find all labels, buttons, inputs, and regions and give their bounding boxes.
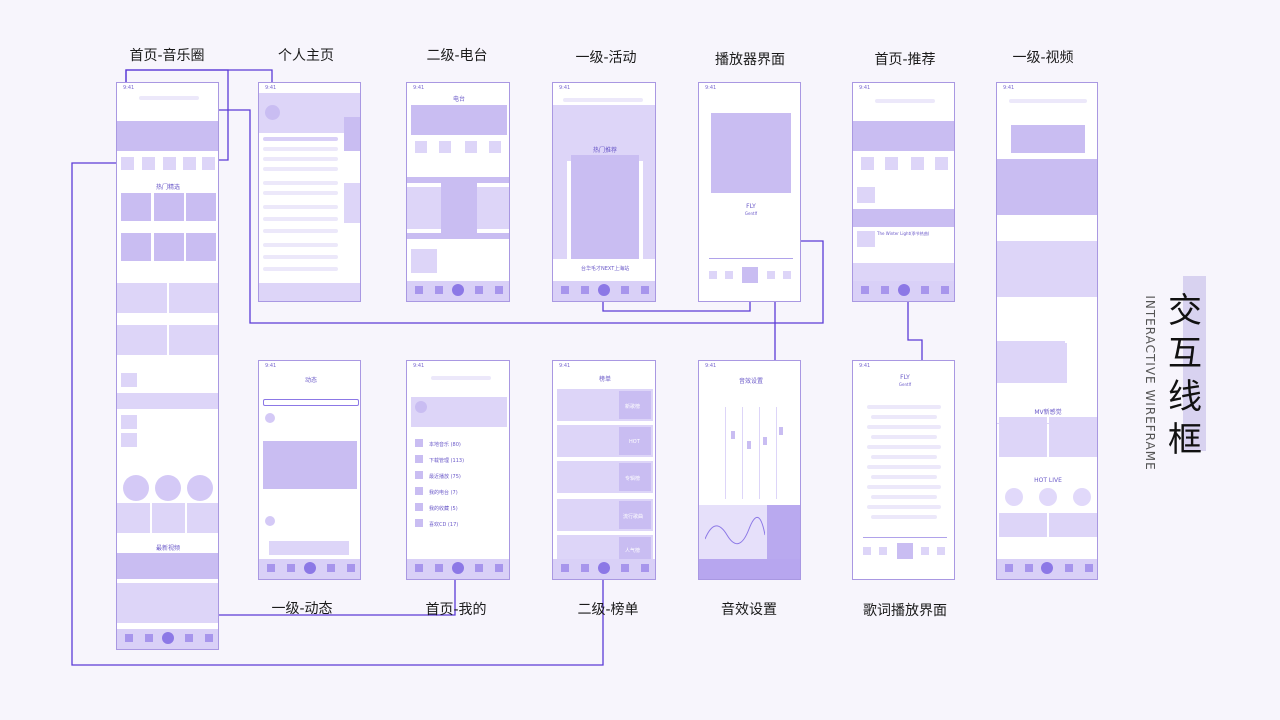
chart-row-label: 流行歌曲 [623,514,644,520]
screen-feed[interactable]: 9:41 动态 [258,360,361,580]
mine-row-1[interactable]: 本地音乐 (80) [429,442,461,448]
chart-row-label: 人气榜 [625,548,641,554]
screen-lyrics[interactable]: 9:41 FLY Gentlf [852,360,955,580]
video-hot-live: HOT LIVE [1034,477,1062,484]
page-title: 交互线框 [1168,291,1202,460]
lyrics-song: FLY [900,374,910,381]
feed-title: 动态 [304,377,318,384]
chart-row-label: 专辑榜 [625,476,641,482]
sound-title: 音效设置 [738,378,764,385]
recommend-song: The Winter Light(季节热曲) [877,231,930,236]
mine-row-6[interactable]: 喜欢CD (17) [429,522,459,528]
label-home-recommend: 首页-推荐 [874,52,936,68]
chart-row-label: HOT [629,439,640,445]
hot-recommend-title: 热门推荐 [592,147,618,154]
label-sound: 音效设置 [721,602,777,618]
screen-activity[interactable]: 9:41 热门推荐 台华毛才NEXT上海站 [552,82,656,302]
label-video: 一级-视频 [1012,50,1074,66]
label-home-music: 首页-音乐圈 [129,48,205,64]
waveform-icon [705,517,765,545]
mine-row-2[interactable]: 下载管理 (113) [429,458,465,464]
chart-row-label: 新歌榜 [625,404,641,410]
title-accent-bar [1183,276,1206,451]
label-player: 播放器界面 [715,52,785,68]
activity-caption: 台华毛才NEXT上海站 [581,266,630,272]
player-song: FLY [746,203,756,210]
label-lyrics: 歌词播放界面 [863,603,947,619]
tab-bar[interactable] [117,629,218,649]
mine-row-4[interactable]: 我的电台 (7) [429,490,458,496]
screen-radio[interactable]: 9:41 电台 [406,82,510,302]
mine-row-5[interactable]: 我的收藏 (5) [429,506,458,512]
player-artist: Gentlf [744,211,758,216]
label-home-mine: 首页-我的 [425,602,487,618]
video-mv-title: MV新感觉 [1034,409,1062,416]
mine-row-3[interactable]: 最近播放 (75) [429,474,461,480]
radio-title: 电台 [452,96,466,103]
label-activity: 一级-活动 [575,50,637,66]
screen-home-mine[interactable]: 9:41 本地音乐 (80) 下载管理 (113) 最近播放 (75) 我的电台… [406,360,510,580]
screen-home-music[interactable]: 9:41 热门精选 最新视频 [116,82,219,650]
label-radio: 二级-电台 [426,48,488,64]
label-feed: 一级-动态 [271,601,333,617]
lyrics-artist: Gentlf [898,382,912,387]
latest-video-title: 最新视频 [155,545,181,552]
screen-charts[interactable]: 9:41 榜单 新歌榜 HOT 专辑榜 流行歌曲 人气榜 [552,360,656,580]
screen-player[interactable]: 9:41 FLY Gentlf [698,82,801,302]
hot-picks-title: 热门精选 [155,184,181,191]
page-subtitle: INTERACTIVE WIREFRAME [1143,295,1157,471]
label-charts: 二级-榜单 [577,602,639,618]
screen-sound[interactable]: 9:41 音效设置 [698,360,801,580]
charts-title: 榜单 [598,376,612,383]
screen-home-recommend[interactable]: 9:41 The Winter Light(季节热曲) [852,82,955,302]
screen-video[interactable]: 9:41 MV新感觉 HOT LIVE [996,82,1098,580]
screen-profile[interactable]: 9:41 [258,82,361,302]
label-profile: 个人主页 [278,48,334,64]
